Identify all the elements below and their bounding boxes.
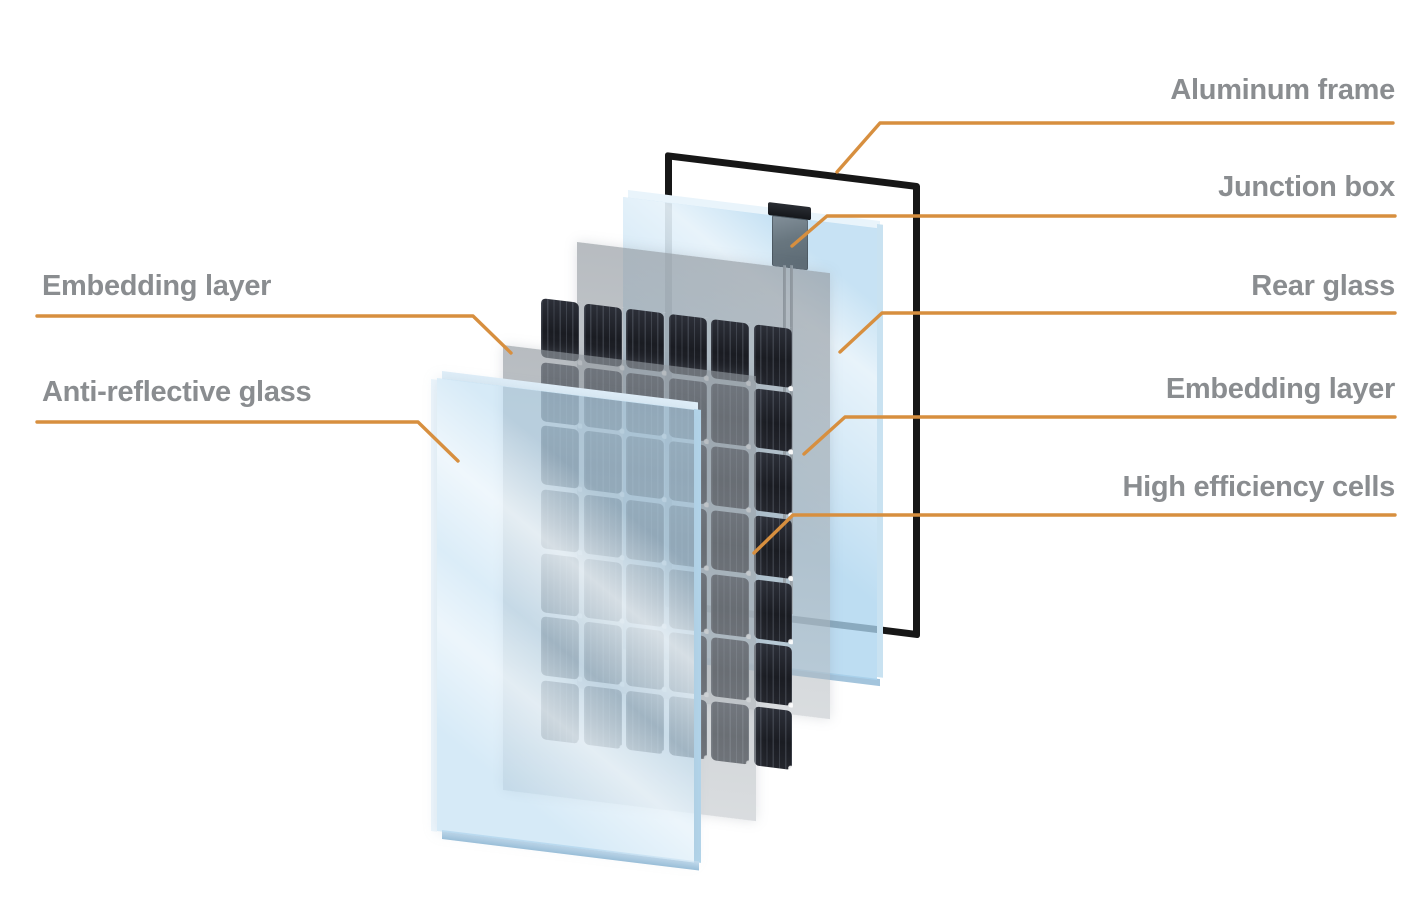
front-glass-right-edge (694, 409, 701, 863)
rear-glass-right-edge (877, 224, 883, 678)
solar-cell (753, 451, 792, 516)
label-rear-glass: Rear glass (1251, 270, 1395, 302)
layer-anti-reflective-glass (437, 378, 694, 863)
label-aluminum-frame: Aluminum frame (1170, 74, 1395, 106)
solar-cell (753, 387, 792, 452)
label-junction-box: Junction box (1218, 171, 1395, 203)
label-embedding-layer-right: Embedding layer (1165, 373, 1395, 405)
solar-cell (753, 706, 792, 770)
label-high-efficiency-cells: High efficiency cells (1122, 471, 1395, 503)
solar-cell (753, 515, 792, 580)
solar-cell (753, 578, 792, 643)
junction-box (772, 215, 808, 271)
label-anti-reflective-glass: Anti-reflective glass (42, 376, 312, 408)
label-embedding-layer-left: Embedding layer (42, 270, 272, 302)
solar-cell (753, 642, 792, 707)
solar-cell (753, 324, 792, 389)
